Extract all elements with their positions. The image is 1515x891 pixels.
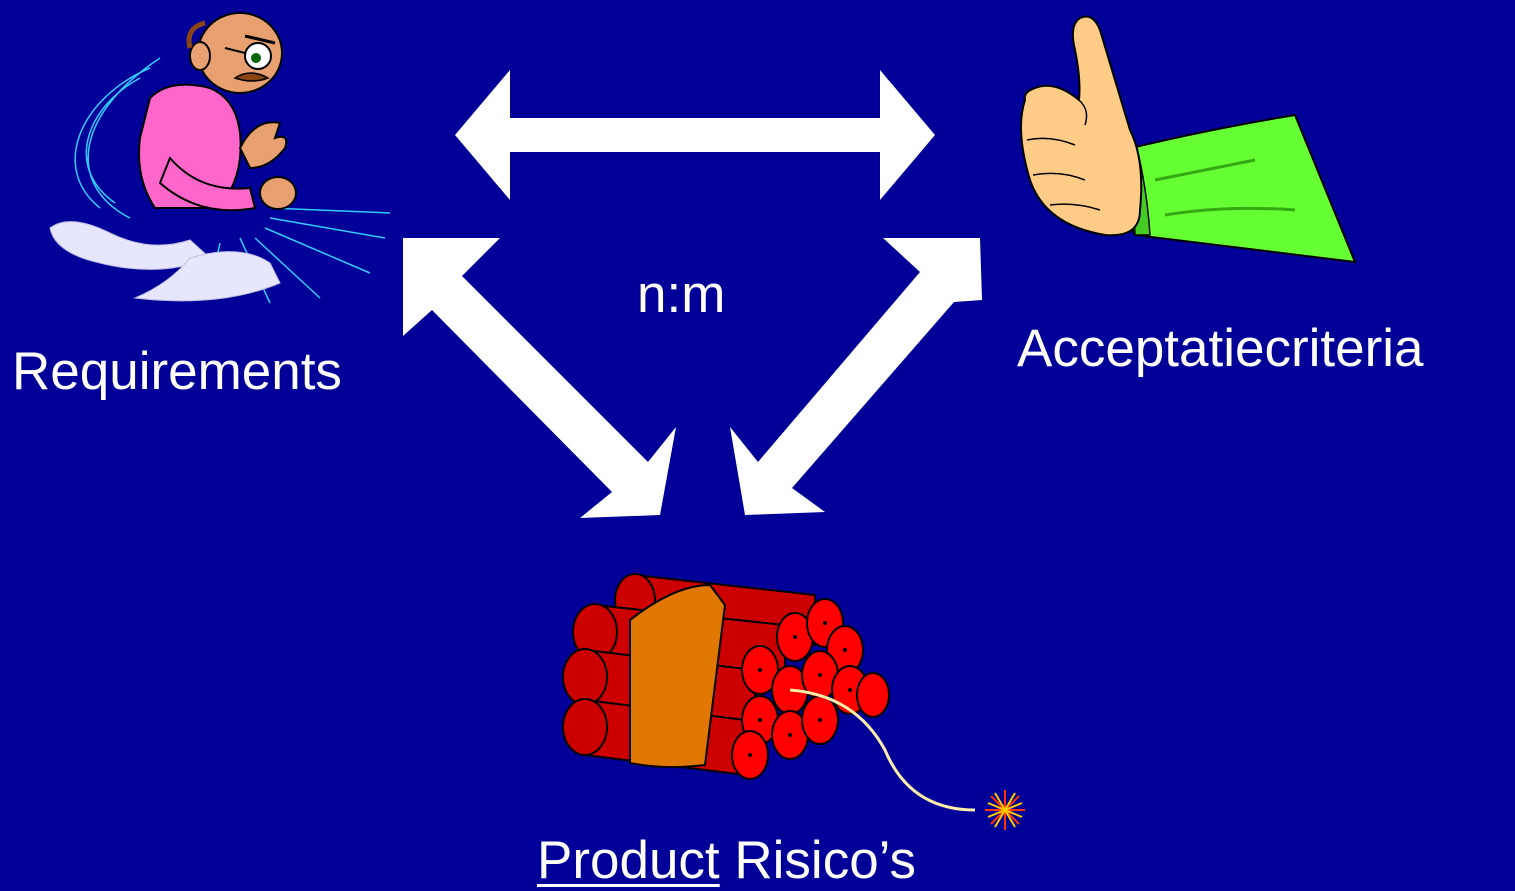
- thumbs-up-hand-icon: [1020, 15, 1357, 264]
- product-risicos-label: Product Risico’s: [537, 834, 916, 887]
- man-tearing-paper-icon: [49, 12, 391, 304]
- relation-ratio-label: n:m: [637, 265, 726, 324]
- requirements-label: Requirements: [12, 342, 342, 401]
- product-risicos-label-rest: Risico’s: [719, 831, 916, 890]
- product-risicos-label-underlined: Product: [537, 831, 720, 890]
- arrow-acceptatie-risico: [730, 238, 982, 515]
- acceptatiecriteria-label: Acceptatiecriteria: [1017, 319, 1424, 378]
- arrow-requirements-risico: [403, 238, 676, 518]
- arrow-requirements-acceptatie: [455, 70, 935, 200]
- dynamite-bundle-icon: [562, 573, 1025, 830]
